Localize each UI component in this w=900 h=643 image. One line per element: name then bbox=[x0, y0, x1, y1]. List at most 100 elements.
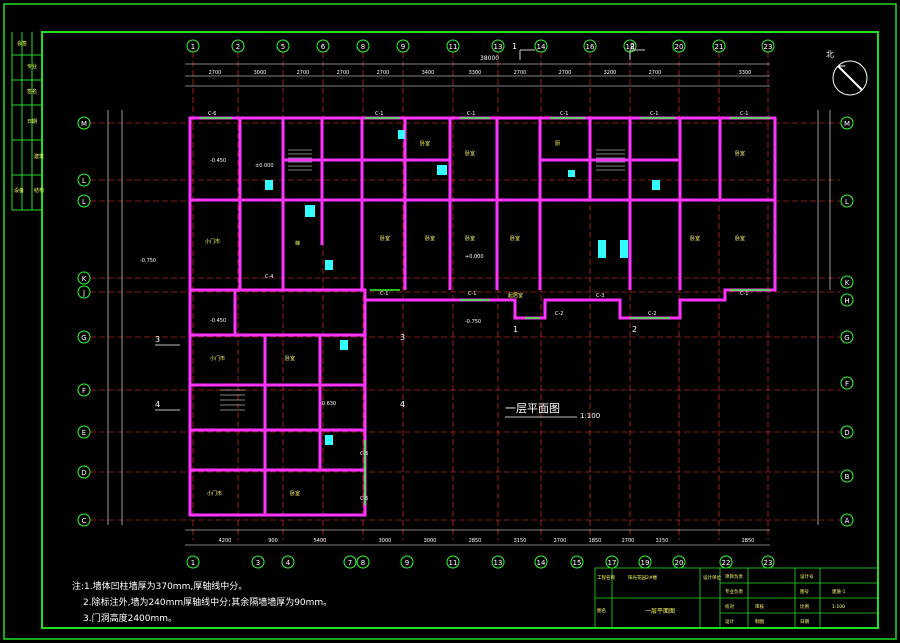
vertical-axis-lines bbox=[192, 52, 769, 540]
window-tag: C-1 bbox=[468, 291, 476, 297]
strip-label: 会签 bbox=[17, 40, 27, 47]
tb-cell: 日期 bbox=[800, 619, 809, 625]
window-tag: C-1 bbox=[650, 111, 658, 117]
axis-bubble bbox=[77, 194, 91, 208]
axis-label: B bbox=[845, 473, 850, 481]
section-mark: 2 bbox=[632, 325, 637, 334]
axis-label: 13 bbox=[494, 43, 503, 51]
dimension-value: 3400 bbox=[422, 70, 435, 76]
dimension-value: 2850 bbox=[742, 538, 755, 544]
dimension-value: 2700 bbox=[209, 70, 222, 76]
axis-label: 15 bbox=[573, 559, 582, 567]
window-tag: C-2 bbox=[648, 311, 656, 317]
axis-label: 2 bbox=[236, 43, 240, 51]
level-mark: -0.450 bbox=[210, 318, 226, 324]
top-dimension-lines bbox=[185, 63, 770, 87]
tb-cell: 一层平面图 bbox=[645, 608, 675, 615]
axis-label: D bbox=[844, 429, 849, 437]
axis-bubble bbox=[583, 39, 597, 53]
tb-cell: 设计 bbox=[725, 618, 734, 625]
section-mark: 1 bbox=[513, 325, 518, 334]
axis-label: E bbox=[82, 429, 86, 437]
tb-cell: 1:100 bbox=[832, 604, 845, 610]
axis-label: 17 bbox=[608, 559, 617, 567]
axis-bubble bbox=[761, 39, 775, 53]
tb-cell: 校对 bbox=[725, 603, 734, 610]
dimension-value: 2700 bbox=[377, 70, 390, 76]
axis-bubble bbox=[672, 39, 686, 53]
room-label: 小门市 bbox=[205, 238, 220, 245]
axis-bubble bbox=[840, 425, 854, 439]
dimension-value: 2700 bbox=[297, 70, 310, 76]
dimension-value: 3150 bbox=[656, 538, 669, 544]
axis-label: 8 bbox=[361, 559, 365, 567]
axis-bubble bbox=[491, 39, 505, 53]
axis-label: 22 bbox=[722, 559, 731, 567]
window-tag: C-5 bbox=[360, 451, 368, 457]
strip-label: 签名 bbox=[27, 88, 37, 95]
axis-label: 1 bbox=[191, 43, 195, 51]
axis-bubble bbox=[356, 39, 370, 53]
axis-bubble bbox=[231, 39, 245, 53]
axis-label: 1 bbox=[191, 559, 195, 567]
room-label: 梯 bbox=[295, 240, 300, 247]
axis-label: 3 bbox=[256, 559, 260, 567]
strip-label: 设备 bbox=[14, 187, 24, 194]
section-mark: 3 bbox=[400, 333, 405, 342]
axis-bubble bbox=[491, 555, 505, 569]
axis-label: 18 bbox=[626, 43, 635, 51]
tb-cell: 阳光花园2#楼 bbox=[628, 574, 658, 581]
room-label: 卧室 bbox=[290, 490, 300, 497]
axis-bubble bbox=[356, 555, 370, 569]
tb-cell: 比例 bbox=[800, 603, 809, 610]
level-mark: -0.750 bbox=[465, 319, 481, 325]
window-tag: C-1 bbox=[740, 111, 748, 117]
axis-label: 19 bbox=[641, 559, 650, 567]
bottom-dimension-lines bbox=[185, 529, 770, 546]
room-label: 小门市 bbox=[210, 355, 225, 362]
tb-cell: 审核 bbox=[755, 603, 764, 610]
dimension-value: 2850 bbox=[469, 538, 482, 544]
room-label: 卧室 bbox=[465, 150, 475, 157]
axis-bubble bbox=[186, 39, 200, 53]
north-label: 北 bbox=[826, 50, 834, 59]
axis-label: 11 bbox=[449, 43, 458, 51]
section-mark: 3 bbox=[155, 335, 160, 344]
level-mark: ±0.000 bbox=[255, 163, 274, 169]
axis-label: G bbox=[81, 334, 86, 342]
axis-bubble bbox=[446, 555, 460, 569]
axis-label: K bbox=[82, 275, 87, 283]
room-label: 卧室 bbox=[735, 150, 745, 157]
axis-label: 9 bbox=[401, 43, 405, 51]
stair-lines bbox=[220, 149, 625, 411]
axis-bubble bbox=[77, 330, 91, 344]
room-label: 卧室 bbox=[285, 355, 295, 362]
axis-bubble bbox=[251, 555, 265, 569]
window-tag: C-6 bbox=[208, 111, 216, 117]
dimension-value: 2700 bbox=[649, 70, 662, 76]
tb-cell: 图名 bbox=[597, 607, 606, 614]
axis-bubble bbox=[446, 39, 460, 53]
dimension-value: 2700 bbox=[559, 70, 572, 76]
north-arrow-icon bbox=[832, 60, 868, 96]
window-tag: C-4 bbox=[265, 274, 273, 280]
tb-cell: 设计号 bbox=[800, 573, 814, 580]
axis-label: 21 bbox=[715, 43, 724, 51]
dimension-value: 2700 bbox=[514, 70, 527, 76]
axis-label: K bbox=[845, 279, 850, 287]
axis-bubble bbox=[77, 383, 91, 397]
window-tag: C-1 bbox=[380, 291, 388, 297]
axis-bubble bbox=[840, 194, 854, 208]
drawing-scale: 1:100 bbox=[580, 412, 600, 420]
section-mark: 4 bbox=[400, 400, 405, 409]
dimension-value: 3150 bbox=[514, 538, 527, 544]
level-mark: +0.000 bbox=[465, 254, 484, 260]
level-mark: -0.750 bbox=[140, 258, 156, 264]
room-label: 卧室 bbox=[380, 235, 390, 242]
tb-cell: 项目负责 bbox=[725, 573, 743, 580]
axis-label: 6 bbox=[321, 43, 326, 51]
inner-frame bbox=[41, 31, 879, 629]
axis-label: 14 bbox=[537, 559, 546, 567]
axis-label: 9 bbox=[405, 559, 409, 567]
axis-label: 23 bbox=[764, 559, 773, 567]
